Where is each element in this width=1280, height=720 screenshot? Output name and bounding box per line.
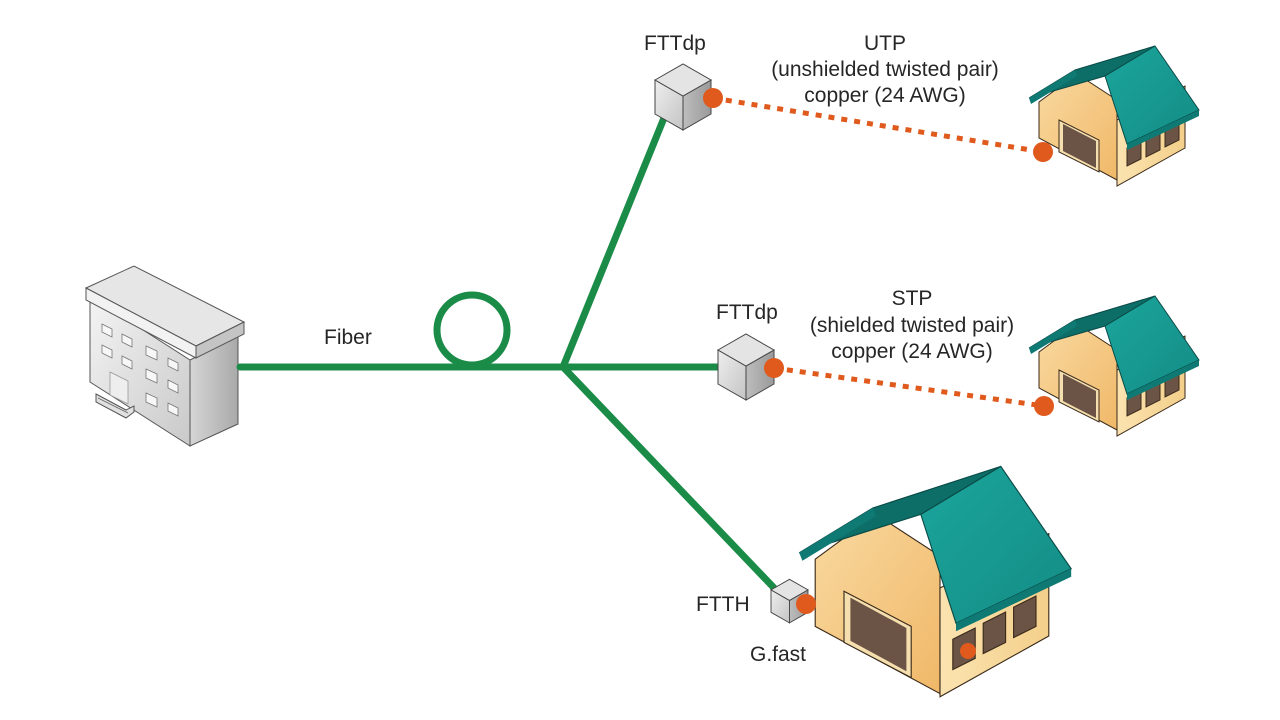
cable-label-middle-desc: (shielded twisted pair) (810, 314, 1014, 337)
copper-link-stp (773, 365, 1045, 409)
connector-dot (960, 643, 976, 659)
house-icon (798, 465, 1073, 698)
cable-label-upper-desc: (unshielded twisted pair) (771, 58, 999, 81)
office-building-icon (84, 265, 246, 447)
fiber-branch-upper (559, 114, 668, 371)
distribution-point-cube-icon (653, 63, 713, 131)
copper-link-utp (712, 95, 1044, 155)
house-icon (1028, 295, 1200, 437)
node-label-upper: FTTdp (644, 32, 706, 55)
connector-dot (1033, 142, 1053, 162)
connector-dot (703, 88, 723, 108)
house-icon (1028, 45, 1200, 187)
cable-label-middle-type: STP (892, 287, 933, 310)
house-lower (798, 465, 1073, 698)
central-office-building (84, 265, 246, 447)
fttdp-node-upper (653, 63, 713, 131)
cable-label-lower-type: G.fast (750, 643, 806, 666)
cable-label-upper-gauge: copper (24 AWG) (804, 84, 965, 107)
cable-label-upper-type: UTP (864, 32, 906, 55)
connector-dot (1034, 396, 1054, 416)
connector-dot (796, 594, 816, 614)
fiber-branch-lower (559, 363, 780, 594)
house-middle (1028, 295, 1200, 437)
node-label-lower: FTTH (696, 593, 750, 616)
connector-dots (703, 88, 1054, 659)
cable-label-middle-gauge: copper (24 AWG) (831, 340, 992, 363)
node-label-middle: FTTdp (716, 301, 778, 324)
house-upper (1028, 45, 1200, 187)
fiber-network (236, 114, 780, 594)
fiber-slack-loop-icon (433, 291, 511, 369)
connector-dot (764, 358, 784, 378)
fiber-label: Fiber (324, 326, 372, 349)
